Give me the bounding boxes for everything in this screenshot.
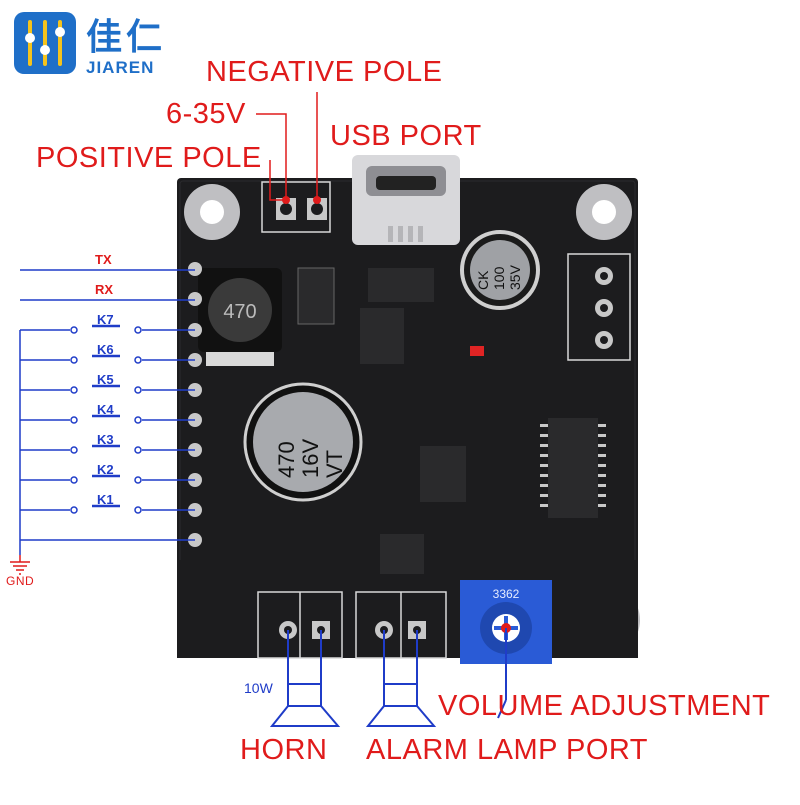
alarm-lamp-port-label: ALARM LAMP PORT	[366, 734, 649, 766]
brand-name-cn: 佳仁	[86, 17, 167, 58]
horn-label: HORN	[240, 734, 328, 766]
switch-icon	[70, 384, 142, 394]
key-switches	[70, 324, 142, 514]
horn-speaker-icon	[269, 630, 341, 727]
usb-port-icon	[352, 155, 460, 245]
alarm-lamp-speaker-icon	[365, 630, 437, 727]
key-label: K3	[97, 432, 114, 447]
capacitor-big-line2: 16V	[298, 439, 323, 478]
potentiometer-label: 3362	[493, 587, 520, 601]
capacitor-big: 470 16V VT	[243, 382, 363, 502]
key-label: K7	[97, 312, 114, 327]
key-label: K5	[97, 372, 114, 387]
capacitor-small-line2: 100	[491, 266, 507, 290]
mounting-hole	[184, 184, 240, 240]
pin-wires	[19, 269, 195, 555]
volume-adjustment-label: VOLUME ADJUSTMENT	[438, 690, 771, 722]
positive-pole-label: POSITIVE POLE	[36, 142, 262, 174]
brand-logo-icon	[14, 12, 76, 74]
key-label: K6	[97, 342, 114, 357]
capacitor-big-line1: 470	[274, 441, 299, 478]
key-label: K2	[97, 462, 114, 477]
led	[470, 346, 484, 356]
capacitor-small-line3: 35V	[507, 264, 523, 290]
leader-lines	[256, 92, 318, 201]
switch-icon	[70, 354, 142, 364]
inductor-label: 470	[223, 301, 256, 323]
switch-icon	[70, 474, 142, 484]
switch-icon	[70, 324, 142, 334]
leader-dots	[282, 196, 321, 204]
horn-power-label: 10W	[244, 680, 273, 696]
ic-chip	[297, 267, 466, 574]
capacitor-big-line3: VT	[322, 450, 347, 478]
ground-icon	[10, 555, 30, 575]
gnd-label: GND	[6, 574, 35, 588]
ic-chip	[540, 418, 606, 518]
switch-icon	[70, 444, 142, 454]
inductor: 470	[198, 268, 282, 366]
key-label: K1	[97, 492, 114, 507]
capacitor-small: CK 100 35V	[460, 230, 540, 310]
rx-label: RX	[95, 282, 114, 297]
switch-icon	[70, 414, 142, 424]
switch-icon	[70, 504, 142, 514]
negative-pole-label: NEGATIVE POLE	[206, 56, 443, 88]
mounting-hole	[576, 184, 632, 240]
right-header	[567, 253, 631, 361]
key-label: K4	[97, 402, 114, 417]
voltage-label: 6-35V	[166, 98, 246, 130]
brand-name-en: JIAREN	[86, 58, 155, 77]
usb-port-label: USB PORT	[330, 120, 482, 152]
tx-label: TX	[95, 252, 112, 267]
capacitor-small-line1: CK	[475, 270, 491, 290]
power-terminal	[261, 181, 331, 233]
